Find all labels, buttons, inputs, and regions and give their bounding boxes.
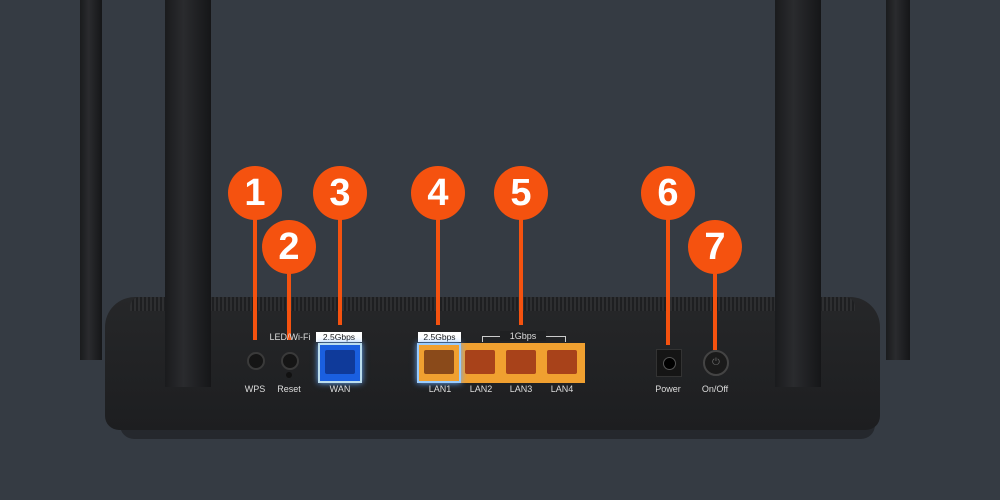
callout-1: 1 — [228, 166, 282, 220]
callout-7: 7 — [688, 220, 742, 274]
callout-6: 6 — [641, 166, 695, 220]
lan1-label: LAN1 — [428, 384, 452, 394]
callout-3: 3 — [313, 166, 367, 220]
antenna-left-inner-base — [165, 297, 211, 387]
wan-port[interactable] — [318, 343, 362, 383]
on-off-label: On/Off — [701, 384, 729, 394]
wps-button[interactable] — [247, 352, 265, 370]
on-off-button[interactable]: ⏻ — [703, 350, 729, 376]
lan1-speed-tag: 2.5Gbps — [418, 332, 461, 342]
lan2-label: LAN2 — [469, 384, 493, 394]
lan4-port[interactable] — [542, 345, 582, 381]
callout-5: 5 — [494, 166, 548, 220]
callout-line-2 — [287, 270, 291, 340]
callout-line-3 — [338, 215, 342, 325]
antenna-right-outer — [886, 0, 910, 360]
reset-label: Reset — [277, 384, 301, 394]
callout-line-7 — [713, 270, 717, 350]
reset-pinhole — [286, 372, 292, 378]
router-vent — [130, 297, 855, 311]
wan-label: WAN — [329, 384, 351, 394]
wps-label: WPS — [244, 384, 266, 394]
lan1-port[interactable] — [417, 343, 461, 383]
antenna-left-outer — [80, 0, 102, 360]
lan2-port[interactable] — [460, 345, 500, 381]
callout-2: 2 — [262, 220, 316, 274]
antenna-right-inner-base — [775, 297, 821, 387]
lan2-4-speed-label: 1Gbps — [500, 331, 546, 341]
lan4-label: LAN4 — [550, 384, 574, 394]
led-wifi-label: LED/Wi-Fi — [269, 332, 311, 342]
callout-4: 4 — [411, 166, 465, 220]
callout-line-4 — [436, 215, 440, 325]
callout-line-5 — [519, 215, 523, 325]
lan3-port[interactable] — [501, 345, 541, 381]
wan-speed-tag: 2.5Gbps — [316, 332, 362, 342]
callout-line-6 — [666, 215, 670, 345]
power-jack[interactable] — [656, 349, 682, 377]
callout-line-1 — [253, 215, 257, 340]
power-label: Power — [655, 384, 681, 394]
lan3-label: LAN3 — [509, 384, 533, 394]
reset-button[interactable] — [281, 352, 299, 370]
